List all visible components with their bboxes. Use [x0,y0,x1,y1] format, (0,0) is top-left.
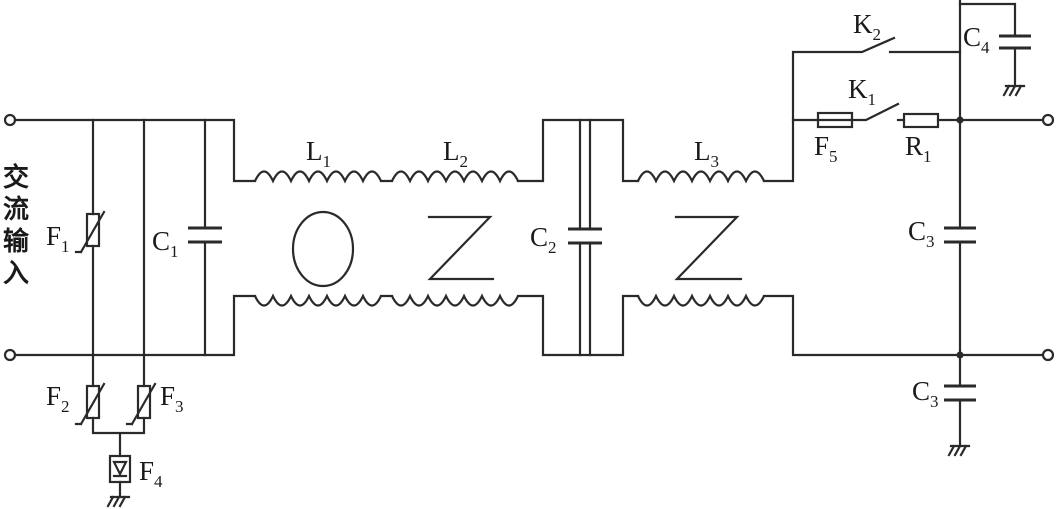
l2-bottom-winding [391,293,519,307]
l3-z-core [674,215,743,281]
l1-top-winding [254,170,382,184]
junction-bottom-right [956,351,964,359]
input-label-char-1: 交 [3,162,29,193]
input-label: 交 流 输 入 [3,162,30,289]
c2-wire [578,118,592,357]
f1-slash [74,210,106,254]
label-k1: K1 [848,74,876,109]
bottom-rail-mid [516,294,640,357]
input-terminal-bottom [3,348,17,362]
label-c4: C4 [963,22,990,57]
l2-z-core [427,215,495,281]
label-k2: K2 [853,9,881,44]
c4-wire [958,2,1017,88]
output-terminal-top [1041,113,1055,127]
l1-ring-core [291,210,355,288]
top-rail-left [13,118,257,183]
l1-bottom-winding [254,293,382,307]
f1-varistor [85,212,101,248]
r1-resistor [902,112,940,129]
ground-c3 [947,444,971,457]
f3-varistor [136,384,152,420]
ground-c4 [1002,84,1026,97]
label-c2: C2 [530,222,557,257]
input-label-char-4: 入 [3,259,29,289]
label-r1: R1 [905,131,932,166]
label-l2: L2 [443,136,468,171]
label-f4: F4 [139,456,163,491]
f4-discharge-tube [108,454,132,484]
c3-upper-plates [944,226,976,244]
bottom-rail-right [762,294,1045,357]
c2-plates [568,227,602,245]
label-f2: F2 [46,381,70,416]
f4-symbol [112,460,128,478]
f2-slash [74,382,106,426]
label-l1: L1 [306,136,331,171]
output-terminal-bottom [1041,348,1055,362]
c1-plates [188,226,222,244]
label-l3: L3 [694,136,719,171]
k1-switch [850,102,906,122]
l3-top-winding [637,170,765,184]
f2-varistor [85,384,101,420]
label-f5: F5 [814,131,838,166]
c4-plates [999,34,1031,50]
label-c1: C1 [152,226,179,261]
label-f3: F3 [160,381,184,416]
top-rail-right [762,118,820,183]
f3-slash [125,382,157,426]
c3-lower-plates [944,384,976,402]
bottom-rail-left [13,294,257,357]
label-c3-lower: C3 [912,376,939,411]
l-wire-join [379,179,394,298]
ground-f4 [106,495,127,508]
input-label-char-3: 输 [3,226,30,257]
f2-f3-wire [91,353,146,458]
label-c3-upper: C3 [908,216,935,251]
label-f1: F1 [46,221,70,256]
input-label-char-2: 流 [3,195,29,225]
input-terminal-top [3,113,17,127]
f4-ground-wire [109,480,131,499]
top-rail-mid [516,118,640,183]
junction-top-right [956,116,964,124]
l2-top-winding [391,170,519,184]
l3-bottom-winding [637,293,765,307]
k2-switch [791,36,962,122]
